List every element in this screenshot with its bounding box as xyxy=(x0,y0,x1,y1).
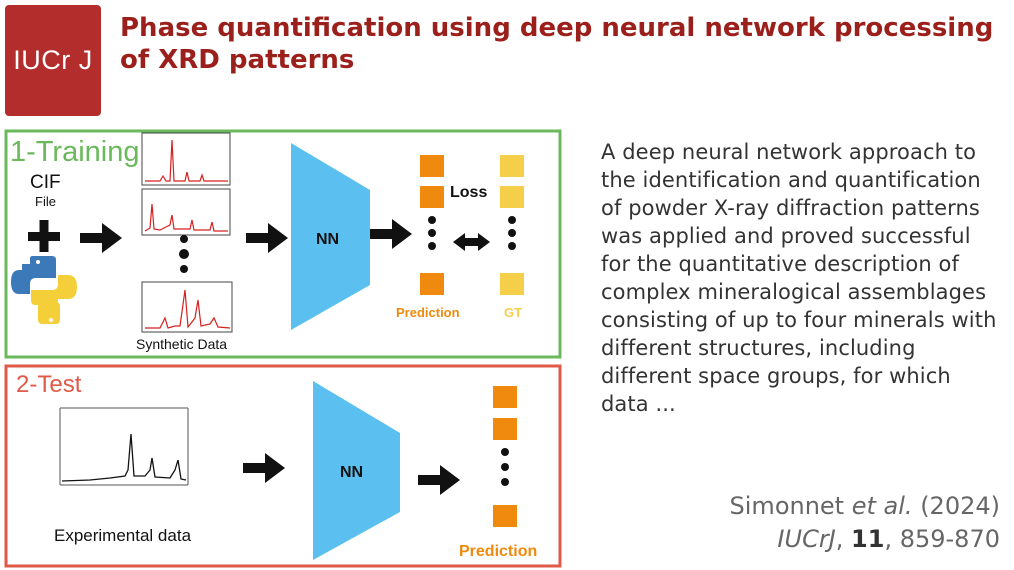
page-title: Phase quantification using deep neural n… xyxy=(120,13,994,75)
citation-pages: , 859-870 xyxy=(884,525,1000,553)
python-logo-icon xyxy=(11,256,77,324)
plus-icon xyxy=(28,220,60,252)
logo-text: IUCr J xyxy=(13,45,93,75)
synthetic-data-label: Synthetic Data xyxy=(136,336,227,352)
citation-line-1: Simonnet et al. (2024) xyxy=(730,490,1000,523)
citation-journal: IUCrJ xyxy=(777,525,836,553)
training-nn-block xyxy=(291,143,370,330)
test-panel xyxy=(4,364,562,568)
test-nn-label: NN xyxy=(340,464,363,481)
gt-column xyxy=(500,155,524,295)
citation-authors: Simonnet xyxy=(729,492,845,520)
cif-subtitle: File xyxy=(35,194,56,209)
cif-title: CIF xyxy=(30,172,61,193)
citation-volume: 11 xyxy=(851,525,885,553)
synthetic-spectrum-2 xyxy=(141,188,231,236)
double-arrow-icon xyxy=(453,233,490,251)
synthetic-spectrum-3 xyxy=(141,281,233,333)
citation-line-2: IUCrJ, 11, 859-870 xyxy=(777,525,1000,553)
test-label: 2-Test xyxy=(16,371,82,398)
gt-label: GT xyxy=(504,305,522,320)
loss-label: Loss xyxy=(450,184,487,201)
abstract-text: A deep neural network approach to the id… xyxy=(601,140,997,416)
citation-etal: et al. xyxy=(851,492,913,520)
training-panel xyxy=(4,129,562,359)
test-nn-block xyxy=(313,381,400,560)
training-label: 1-Training xyxy=(10,136,139,168)
synthetic-spectrum-1 xyxy=(141,132,231,186)
test-prediction-column xyxy=(493,386,517,527)
citation: Simonnet et al. (2024) IUCrJ, 11, 859-87… xyxy=(730,490,1000,556)
test-prediction-label: Prediction xyxy=(459,543,537,560)
training-prediction-column xyxy=(420,155,444,295)
training-nn-label: NN xyxy=(316,231,339,248)
experimental-data-label: Experimental data xyxy=(54,526,192,545)
iucrj-logo: IUCr J xyxy=(5,5,101,116)
training-prediction-label: Prediction xyxy=(396,305,460,320)
citation-year: (2024) xyxy=(920,492,1000,520)
experimental-spectrum xyxy=(59,407,189,486)
